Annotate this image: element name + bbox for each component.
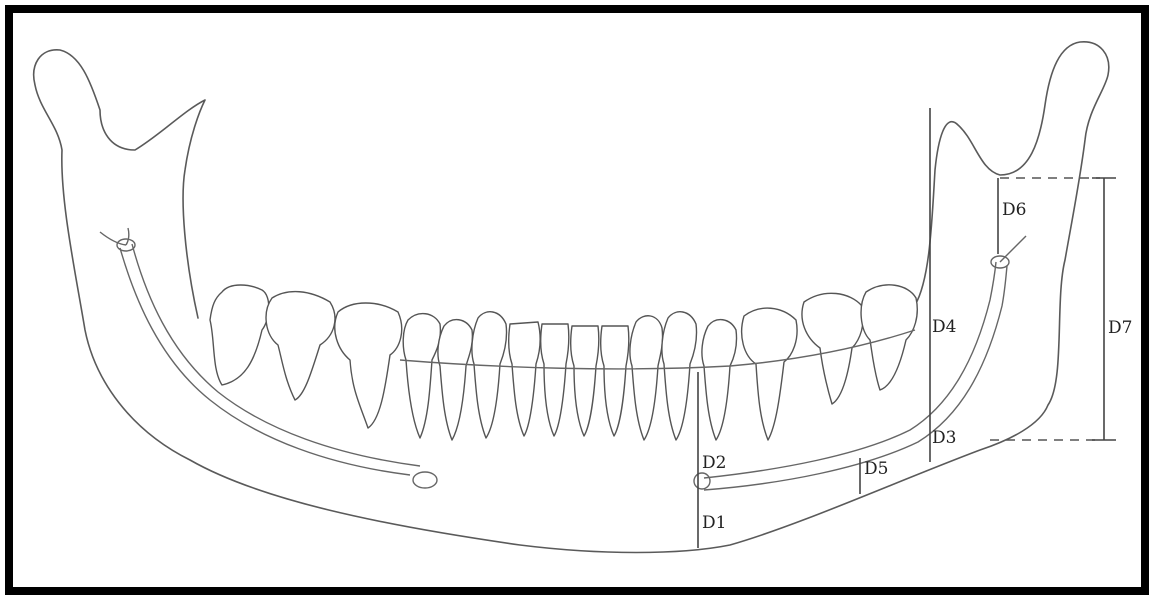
label-d6: D6 xyxy=(1002,200,1026,220)
label-d5: D5 xyxy=(864,459,888,479)
label-d7: D7 xyxy=(1108,318,1132,338)
figure-frame: D1 D2 D3 D4 D5 D6 D7 xyxy=(5,5,1149,595)
canal-left-tail xyxy=(100,228,129,245)
mandible-diagram: D1 D2 D3 D4 D5 D6 D7 xyxy=(5,5,1149,595)
label-d3: D3 xyxy=(932,428,956,448)
mental-foramen xyxy=(694,473,710,489)
label-d1: D1 xyxy=(702,513,726,533)
mandible-outline xyxy=(34,42,1109,553)
label-d4: D4 xyxy=(932,317,956,337)
label-d2: D2 xyxy=(702,453,726,473)
teeth-row xyxy=(210,285,917,440)
canal-right-tail xyxy=(1000,236,1026,262)
canal-left-end xyxy=(413,472,437,488)
